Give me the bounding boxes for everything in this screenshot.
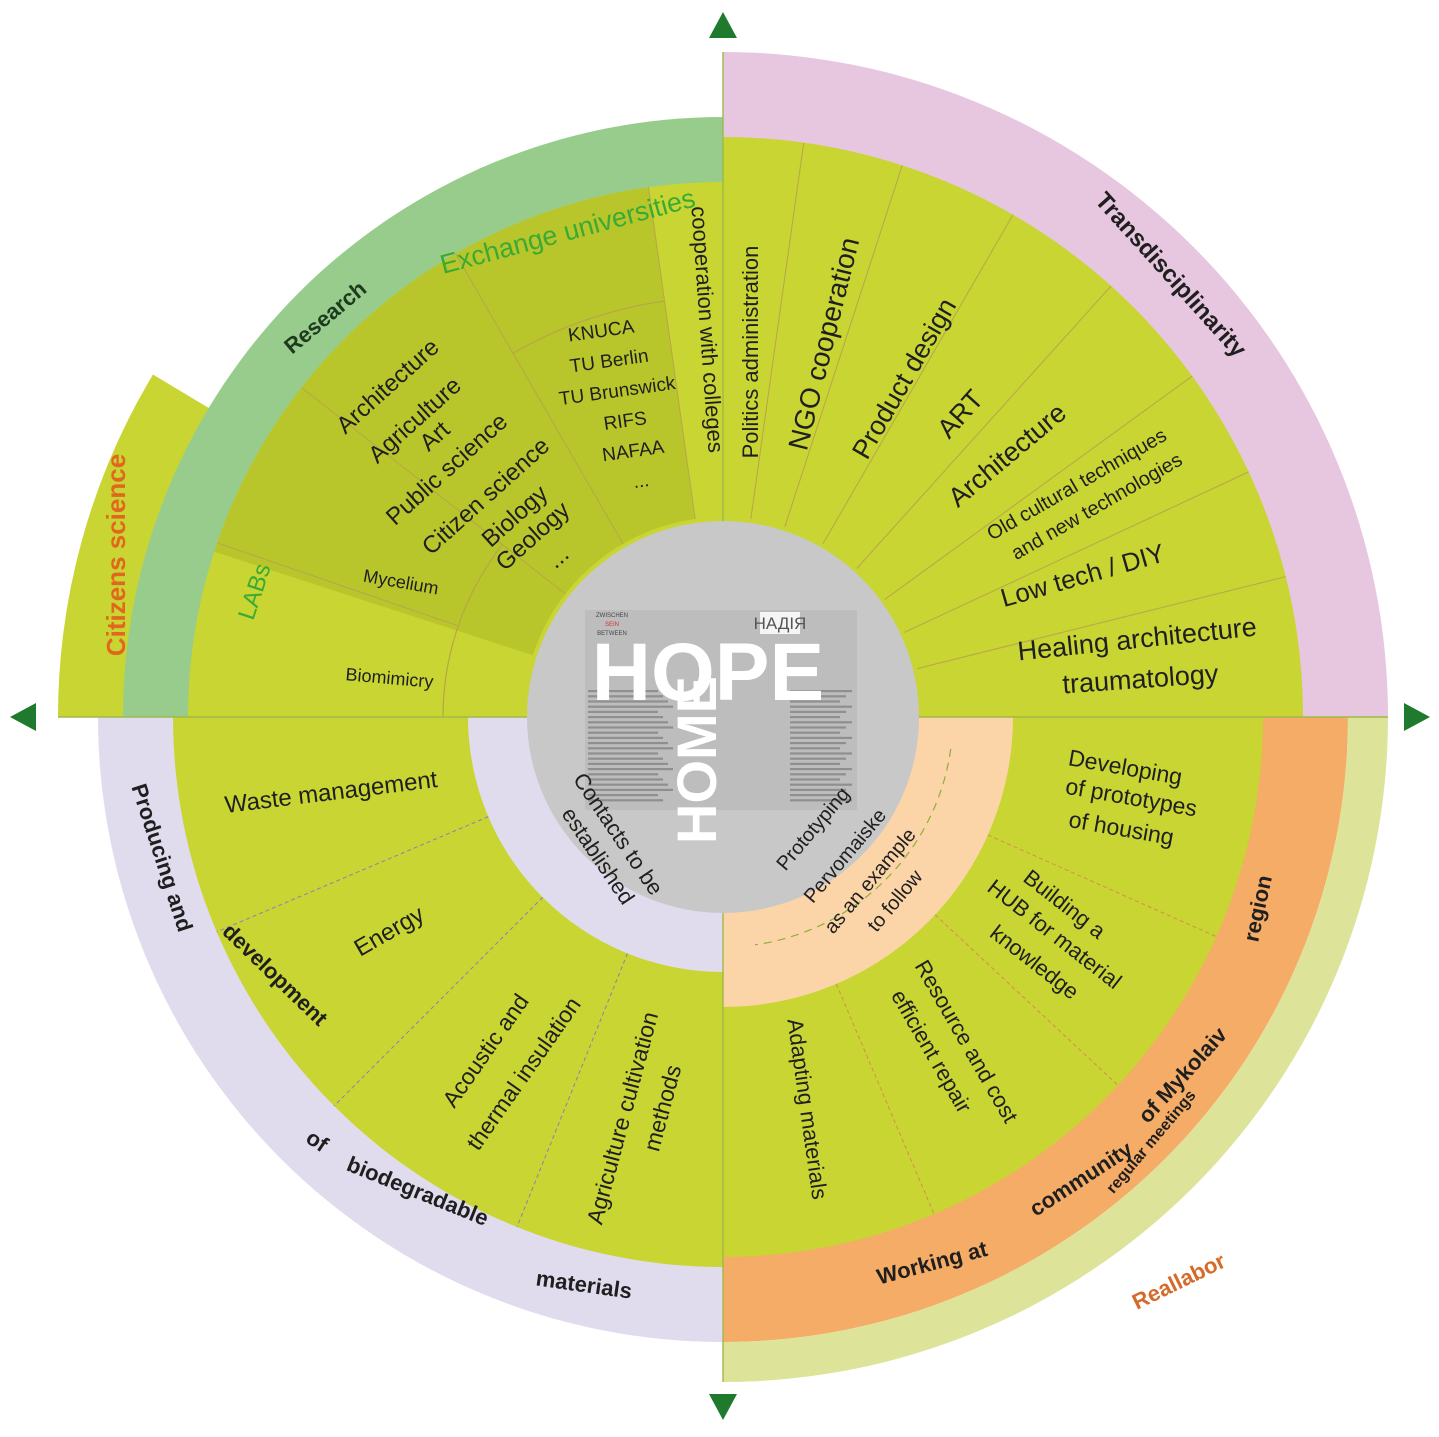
- arrow-right: [1404, 703, 1430, 731]
- logo-line-left: [588, 747, 673, 750]
- logo-line-right: [790, 721, 852, 724]
- reallabor-label: Reallabor: [1128, 1248, 1229, 1315]
- logo-line-left: [588, 773, 658, 776]
- divider-exchange: [455, 253, 624, 545]
- logo-line-right: [790, 783, 852, 786]
- logo-line-left: [588, 695, 663, 698]
- logo-line-left: [588, 700, 668, 703]
- reallabor-outer-ring: [723, 717, 1388, 1382]
- divider-disciplines: [301, 387, 566, 595]
- logo-line-right: [790, 731, 840, 734]
- logo-line-right: [790, 726, 846, 729]
- logo-line-right: [790, 788, 846, 791]
- arrow-left: [10, 703, 36, 731]
- logo-line-left: [588, 757, 663, 760]
- divider-colleges: [648, 187, 696, 520]
- logo-line-right: [790, 700, 840, 703]
- divider-tr-5: [904, 471, 1249, 633]
- arrow-up: [709, 12, 737, 38]
- logo-line-right: [790, 742, 846, 745]
- logo-line-right: [790, 762, 840, 765]
- logo-line-left: [588, 783, 668, 786]
- logo-line-right: [790, 768, 852, 771]
- logo-line-left: [588, 742, 668, 745]
- logo-between: BETWEEN: [597, 631, 627, 637]
- logo-line-right: [790, 799, 852, 802]
- exchange-item: ...: [632, 470, 651, 493]
- logo-line-right: [790, 736, 852, 739]
- logo-line-right: [790, 747, 840, 750]
- divider-tr-6: [916, 576, 1286, 670]
- divider-tr-2: [822, 214, 1014, 545]
- arrow-down: [709, 1394, 737, 1420]
- logo-line-left: [588, 726, 673, 729]
- logo-text-lines: [588, 690, 852, 802]
- logo-line-left: [588, 710, 658, 713]
- logo-zwischen: ZWISCHEN: [596, 613, 628, 619]
- exchange-arc: [512, 300, 665, 354]
- logo-line-left: [588, 799, 663, 802]
- prototyping-dashed-arc: [754, 748, 952, 946]
- logo-line-left: [588, 716, 663, 719]
- logo-line-right: [790, 757, 846, 760]
- center-logo: НАДІЯ ZWISCHEN SEIN BETWEEN HOPE HOME: [527, 521, 919, 913]
- logo-line-left: [588, 705, 673, 708]
- logo-line-left: [588, 731, 658, 734]
- logo-line-right: [790, 752, 852, 755]
- divider-bl-1: [333, 896, 544, 1107]
- divider-tr-0: [750, 142, 805, 520]
- logo-line-left: [588, 736, 663, 739]
- labs-arc: [442, 544, 503, 718]
- logo-line-right: [790, 773, 846, 776]
- logo-line-right: [790, 794, 840, 797]
- divider-tr-1: [784, 165, 903, 527]
- logo-line-right: [790, 716, 840, 719]
- citizens-science-label: Citizens science: [101, 454, 131, 656]
- logo-line-left: [588, 752, 658, 755]
- logo-line-left: [588, 788, 673, 791]
- divider-bl-0: [516, 953, 628, 1228]
- axis-arrows: [10, 12, 1430, 1420]
- logo-line-left: [588, 762, 668, 765]
- logo-sein: SEIN: [605, 622, 619, 628]
- divider-tr-3: [856, 285, 1112, 569]
- logo-line-right: [790, 690, 852, 693]
- logo-line-left: [588, 778, 663, 781]
- top-right-olive-area: [723, 137, 1303, 717]
- divider-labs-items: [216, 542, 459, 627]
- logo-line-left: [588, 721, 668, 724]
- logo-nadiya: НАДІЯ: [754, 614, 807, 633]
- divider-tr-4: [884, 375, 1193, 600]
- logo-home: HOME: [665, 676, 728, 844]
- logo-line-left: [588, 794, 658, 797]
- logo-line-right: [790, 695, 846, 698]
- disciplines-panel: [214, 187, 696, 656]
- logo-line-left: [588, 768, 673, 771]
- logo-line-right: [790, 710, 846, 713]
- transdisciplinary-segment: Politics administration: [738, 246, 763, 459]
- logo-line-right: [790, 705, 852, 708]
- logo-hope: HOPE: [592, 627, 824, 718]
- logo-line-right: [790, 778, 840, 781]
- divider-bl-2: [216, 816, 489, 933]
- logo-line-left: [588, 690, 658, 693]
